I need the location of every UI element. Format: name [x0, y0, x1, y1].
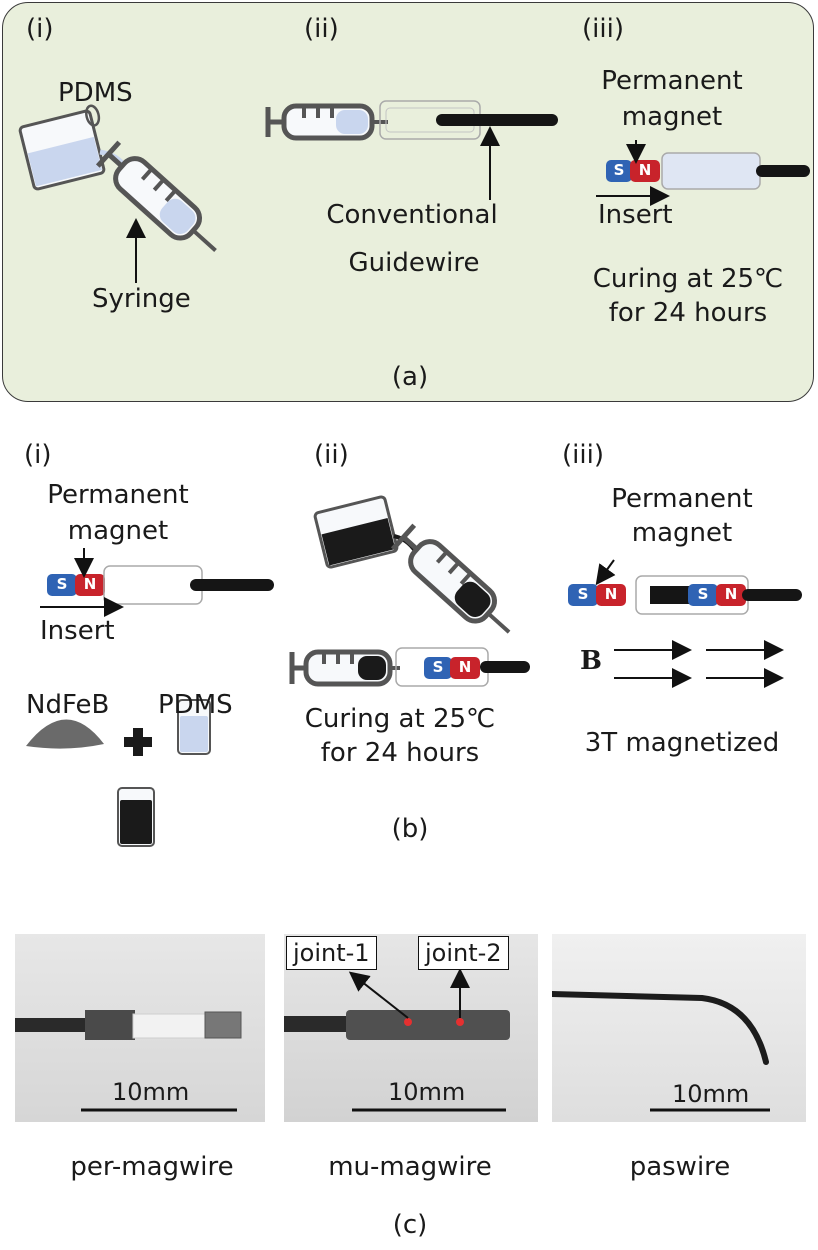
curing-label-a-1: Curing at 25℃ [592, 264, 784, 294]
pdms-label-b: PDMS [158, 690, 233, 720]
panel-a-label: (a) [391, 362, 429, 392]
magnet-label-b3: magnet [631, 518, 733, 548]
magnet-sn-icon [606, 160, 660, 182]
pole-s-b2: S [432, 658, 444, 676]
panel-c-label: (c) [392, 1210, 428, 1240]
magnetized-label: 3T magnetized [584, 728, 780, 758]
caption-per-magwire: per-magwire [70, 1152, 234, 1182]
magnet-sn-icon-b3a [568, 584, 626, 606]
magnet-arrow-b3 [595, 559, 616, 586]
syringe-icon-b2 [390, 523, 511, 634]
pole-s-b3b: S [697, 585, 709, 603]
syringe-horizontal-icon-b2 [289, 649, 400, 687]
photo-per-magwire [15, 934, 265, 1122]
tube-filled-icon [661, 152, 761, 190]
pole-n-a: N [638, 161, 652, 179]
syringe-label: Syringe [92, 284, 191, 314]
caption-paswire: paswire [629, 1152, 731, 1182]
syringe-horizontal-icon [265, 103, 388, 141]
pole-n-b1: N [83, 575, 97, 593]
field-arrows [614, 640, 784, 688]
scale-label-3: 10mm [672, 1080, 750, 1108]
permanent-label-b3: Permanent [611, 484, 753, 514]
permanent-label-a: Permanent [601, 66, 743, 96]
beaker-icon [18, 104, 106, 191]
black-segment [650, 586, 690, 604]
guidewire-label: Guidewire [348, 248, 480, 278]
photo-paswire [552, 934, 806, 1122]
ndfeb-powder-icon [26, 719, 104, 749]
curing-label-a-2: for 24 hours [608, 298, 768, 328]
pole-s-b3a: S [577, 585, 589, 603]
magnet-sn-icon-b3b [688, 584, 746, 606]
scale-label-1: 10mm [112, 1078, 190, 1106]
step-label-a-iii: (iii) [582, 14, 624, 44]
plus-icon [124, 728, 152, 756]
step-label-a-ii: (ii) [304, 14, 339, 44]
magnet-label-b1: magnet [67, 516, 169, 546]
insert-label-b: Insert [40, 616, 115, 646]
magnet-sn-icon-b2 [424, 657, 480, 679]
pole-s-a: S [613, 161, 625, 179]
step-label-b-i: (i) [24, 440, 52, 470]
scale-label-2: 10mm [388, 1078, 466, 1106]
pole-n-b3a: N [604, 585, 618, 603]
insert-label-a: Insert [598, 200, 673, 230]
joint-1-tag: joint-1 [286, 936, 377, 970]
mixture-cup-icon [117, 787, 155, 847]
panel-b-label: (b) [391, 814, 429, 844]
pole-n-b2: N [458, 658, 472, 676]
permanent-label-b1: Permanent [47, 480, 189, 510]
pdms-label-a: PDMS [58, 78, 133, 108]
step-label-a-i: (i) [26, 14, 54, 44]
curing-label-b-2: for 24 hours [320, 738, 480, 768]
magnet-sn-icon-b1 [47, 574, 105, 596]
joint-2-tag: joint-2 [418, 936, 509, 970]
pole-s-b1: S [56, 575, 68, 593]
syringe-icon [95, 140, 217, 252]
curing-label-b-1: Curing at 25℃ [304, 704, 496, 734]
tube-icon-b1 [103, 565, 203, 605]
step-label-b-iii: (iii) [562, 440, 604, 470]
pdms-cup-icon [177, 699, 211, 755]
conventional-label: Conventional [326, 200, 498, 230]
ndfeb-label: NdFeB [26, 690, 110, 720]
beaker-black-icon [313, 495, 399, 569]
caption-mu-magwire: mu-magwire [328, 1152, 492, 1182]
step-label-b-ii: (ii) [314, 440, 349, 470]
pole-n-b3b: N [724, 585, 738, 603]
magnet-label-a: magnet [621, 102, 723, 132]
field-b-label: B [580, 646, 602, 676]
